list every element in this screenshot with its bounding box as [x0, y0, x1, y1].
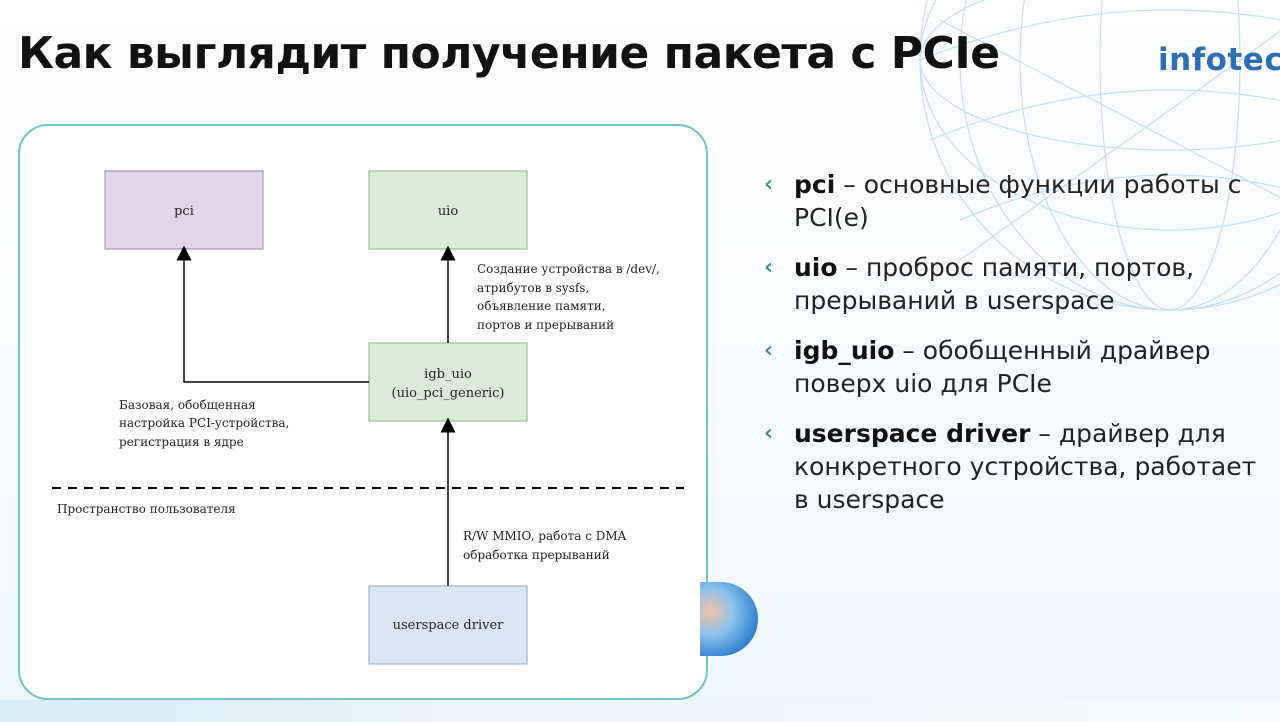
bullet-text: – обобщенный драйвер поверх uio для PCIe — [794, 336, 1211, 398]
decorative-orb — [700, 582, 758, 656]
diagram-frame: pci uio igb_uio (uio_pci_generic) usersp… — [18, 124, 708, 700]
bullet-marker-icon: ‹ — [764, 172, 774, 197]
bullet-list: ‹pci – основные функции работы с PCI(e) … — [764, 168, 1264, 533]
pci-box — [104, 170, 264, 250]
bullet-pci: ‹ pci – основные функции работы с PCI(e) — [764, 168, 1264, 234]
uio-box — [368, 170, 528, 250]
bullet-marker-icon: ‹ — [764, 255, 774, 280]
bullet-term: uio — [794, 253, 838, 282]
pci-desc-line2: настройка PCI-устройства, — [119, 416, 289, 430]
pci-desc-line1: Базовая, обобщенная — [119, 398, 256, 412]
infotec-logo: infotec — [1158, 42, 1280, 78]
bullet-term: pci — [794, 170, 836, 199]
arrow-igb-to-pci — [176, 245, 369, 383]
bullet-igb-uio: ‹ igb_uio – обобщенный драйвер поверх uio… — [764, 334, 1264, 400]
uio-desc-line4: портов и прерываний — [477, 318, 614, 332]
bullet-term: userspace driver — [794, 419, 1031, 448]
rw-desc-line2: обработка прерываний — [463, 548, 610, 562]
bullet-text: – драйвер для конкретного устройства, ра… — [794, 419, 1257, 514]
uio-desc-line2: атрибутов в sysfs, — [477, 281, 589, 295]
rw-desc-line1: R/W MMIO, работа с DMA — [463, 529, 627, 543]
pci-desc-line3: регистрация в ядре — [119, 435, 244, 449]
bullet-text: – проброс памяти, портов, прерываний в u… — [794, 253, 1195, 315]
uio-desc-line1: Создание устройства в /dev/, — [477, 262, 660, 276]
uio-desc-line3: объявление памяти, — [477, 299, 606, 313]
userspace-driver-box — [368, 585, 528, 665]
bullet-userspace-driver: ‹ userspace driver – драйвер для конкретн… — [764, 417, 1264, 516]
bullet-uio: ‹ uio – проброс памяти, портов, прерывани… — [764, 251, 1264, 317]
userspace-driver-label: userspace driver — [393, 618, 505, 633]
architecture-diagram: pci uio igb_uio (uio_pci_generic) usersp… — [52, 170, 684, 665]
page-title: Как выглядит получение пакета с PCIe — [18, 28, 1000, 79]
bullet-text: – основные функции работы с PCI(e) — [794, 170, 1242, 232]
bullet-term: igb_uio — [794, 336, 895, 365]
igb-uio-box — [368, 342, 528, 422]
uio-label: uio — [438, 204, 459, 219]
igb-uio-label: igb_uio — [424, 367, 472, 382]
bottom-gradient — [0, 700, 1280, 722]
pci-label: pci — [174, 204, 194, 219]
igb-uio-sublabel: (uio_pci_generic) — [392, 386, 505, 401]
bullet-marker-icon: ‹ — [764, 338, 774, 363]
globe-decoration — [919, 0, 1280, 311]
bullet-marker-icon: ‹ — [764, 421, 774, 446]
user-space-label: Пространство пользователя — [57, 502, 236, 516]
